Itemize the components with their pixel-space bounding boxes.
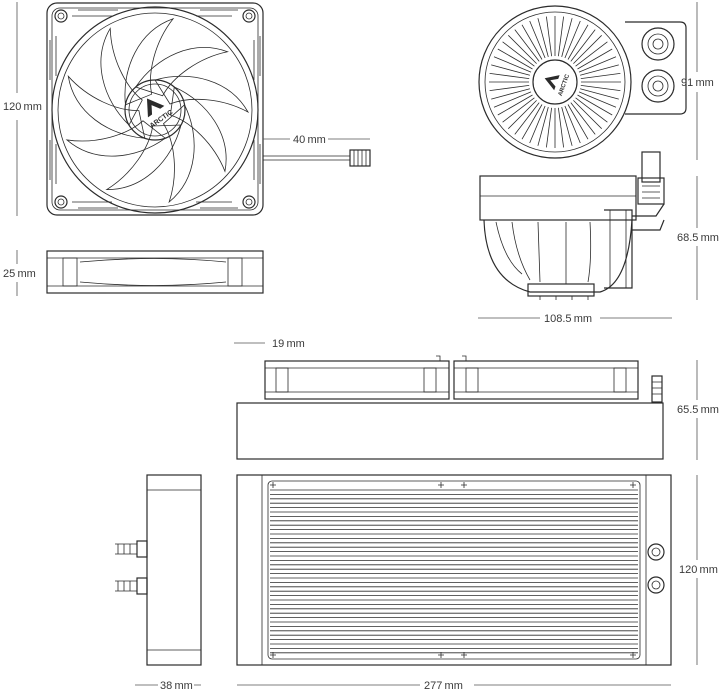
- dim-pump-depth: 68.5 mm: [677, 232, 719, 244]
- fan-front-view: ARCTIC: [46, 2, 264, 216]
- radiator-fins: [270, 489, 638, 654]
- dim-fan-height: 120 mm: [3, 101, 42, 113]
- dim-radiator-stack: 65.5 mm: [677, 404, 719, 416]
- radiator-side-view: [236, 355, 664, 460]
- radiator-front-view: [236, 474, 672, 666]
- pump-top-view: ARCTIC: [478, 5, 687, 159]
- pump-logo: ARCTIC: [544, 73, 572, 97]
- pump-brand-label: ARCTIC: [558, 73, 572, 97]
- fan-side-view: [46, 250, 264, 294]
- dim-fan-thickness: 25 mm: [3, 268, 36, 280]
- radiator-screws: [270, 482, 636, 658]
- pump-fins: [489, 16, 621, 148]
- dim-radiator-height: 120 mm: [679, 564, 718, 576]
- fan-cable: [263, 149, 371, 167]
- dim-fan-offset: 19 mm: [272, 338, 305, 350]
- radiator-end-view: [115, 474, 202, 666]
- fan-blades: [65, 17, 250, 204]
- dim-pump-width: 108.5 mm: [544, 313, 592, 325]
- dim-radiator-thickness: 38 mm: [160, 680, 193, 690]
- fan-mount-holes: [54, 9, 256, 209]
- dim-fan-cable: 40 mm: [293, 134, 326, 146]
- dim-radiator-length: 277 mm: [424, 680, 463, 690]
- pump-side-view: [479, 151, 665, 300]
- dimension-lines: [16, 2, 698, 686]
- dim-pump-height: 91 mm: [681, 77, 714, 89]
- fan-brand-label: ARCTIC: [149, 109, 175, 130]
